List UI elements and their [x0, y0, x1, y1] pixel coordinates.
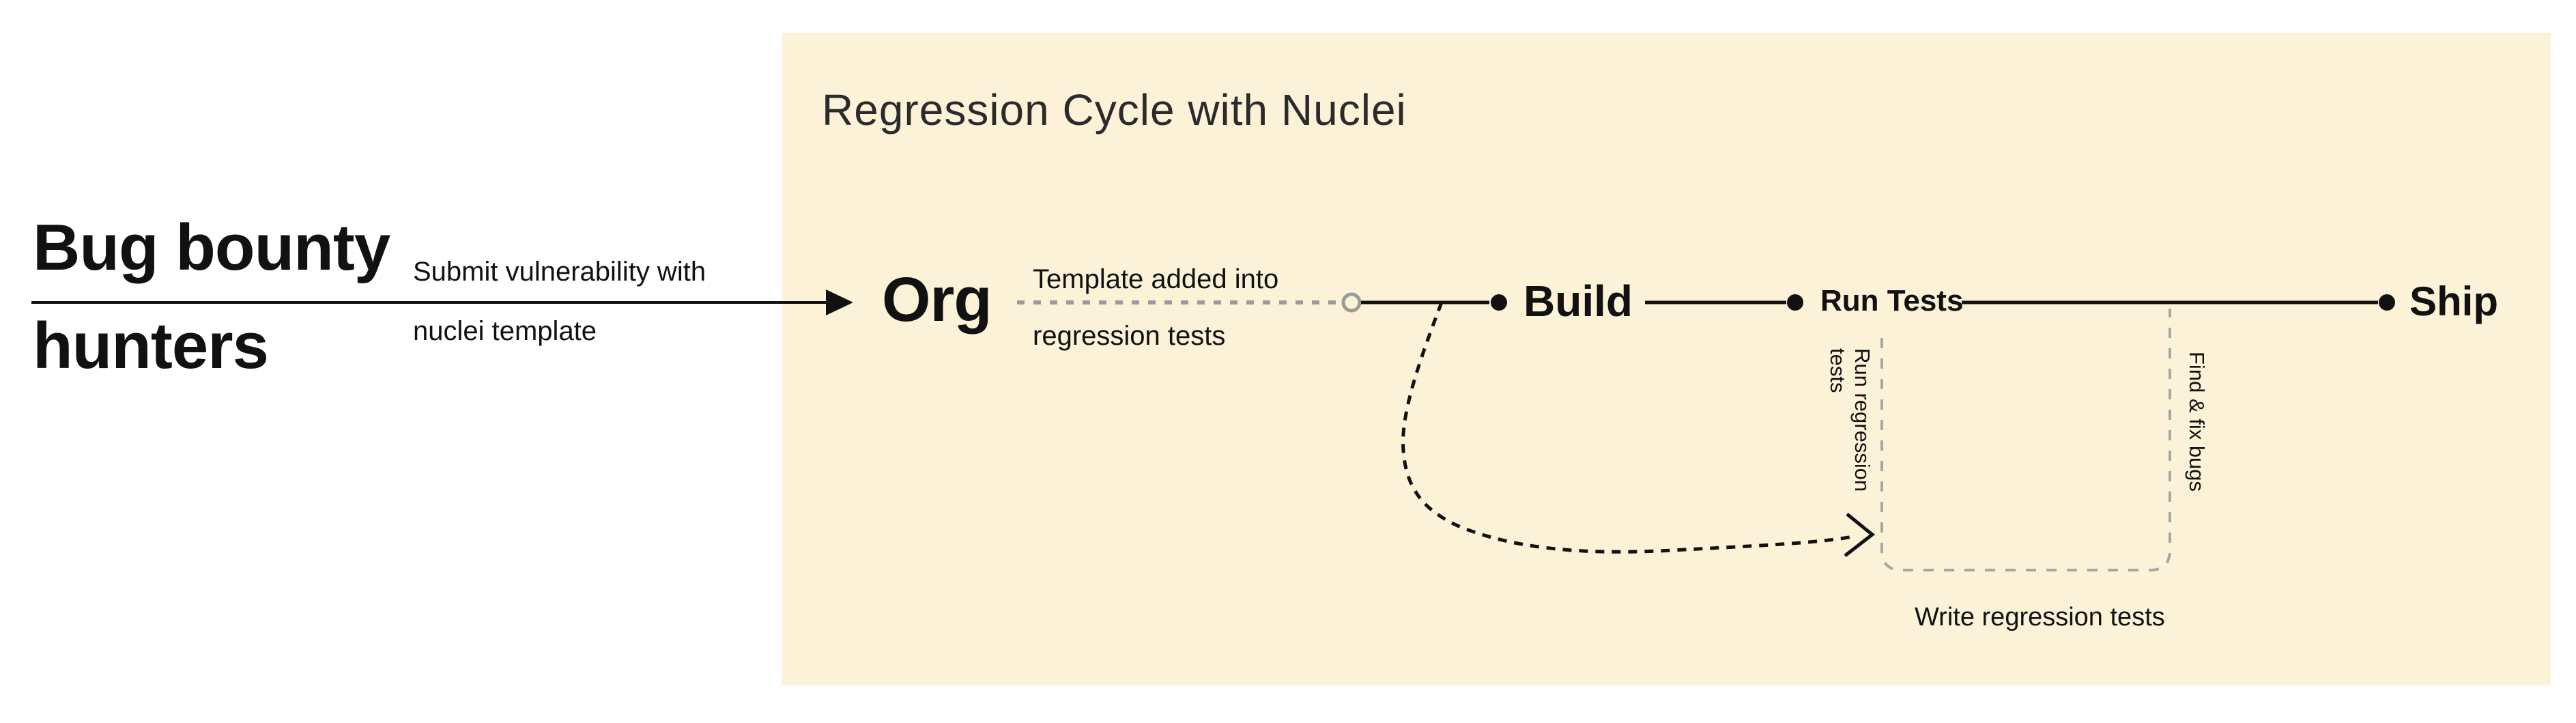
find-fix-bugs-label: Find & fix bugs	[2185, 352, 2209, 492]
node-run-tests: Run Tests	[1820, 284, 1964, 317]
node-ship: Ship	[2409, 279, 2498, 324]
template-added-label-line1: Template added into	[1033, 264, 1279, 294]
node-org: Org	[882, 265, 992, 335]
runtests-dot-icon	[1787, 294, 1803, 311]
run-regression-tests-label: Run regression tests	[1826, 348, 1874, 492]
write-regression-bracket	[1880, 309, 2171, 571]
panel-title: Regression Cycle with Nuclei	[822, 85, 1407, 134]
submit-arrowhead-icon	[826, 289, 853, 315]
feedback-arrowhead-icon	[1844, 513, 1876, 557]
ship-dot-icon	[2379, 294, 2395, 311]
build-dot-icon	[1491, 294, 1507, 311]
submit-arrow-label-line1: Submit vulnerability with	[413, 257, 706, 287]
actor-name-line1: Bug bounty	[33, 211, 390, 284]
write-regression-tests-label: Write regression tests	[1915, 603, 2165, 632]
template-added-label-line2: regression tests	[1033, 321, 1226, 351]
merge-open-circle-icon	[1341, 292, 1362, 313]
actor-name-line2: hunters	[33, 309, 269, 382]
feedback-dashed-curve	[1401, 302, 1853, 554]
submit-arrow-label-line2: nuclei template	[413, 316, 597, 346]
node-build: Build	[1523, 277, 1633, 326]
regression-cycle-panel	[782, 33, 2551, 685]
